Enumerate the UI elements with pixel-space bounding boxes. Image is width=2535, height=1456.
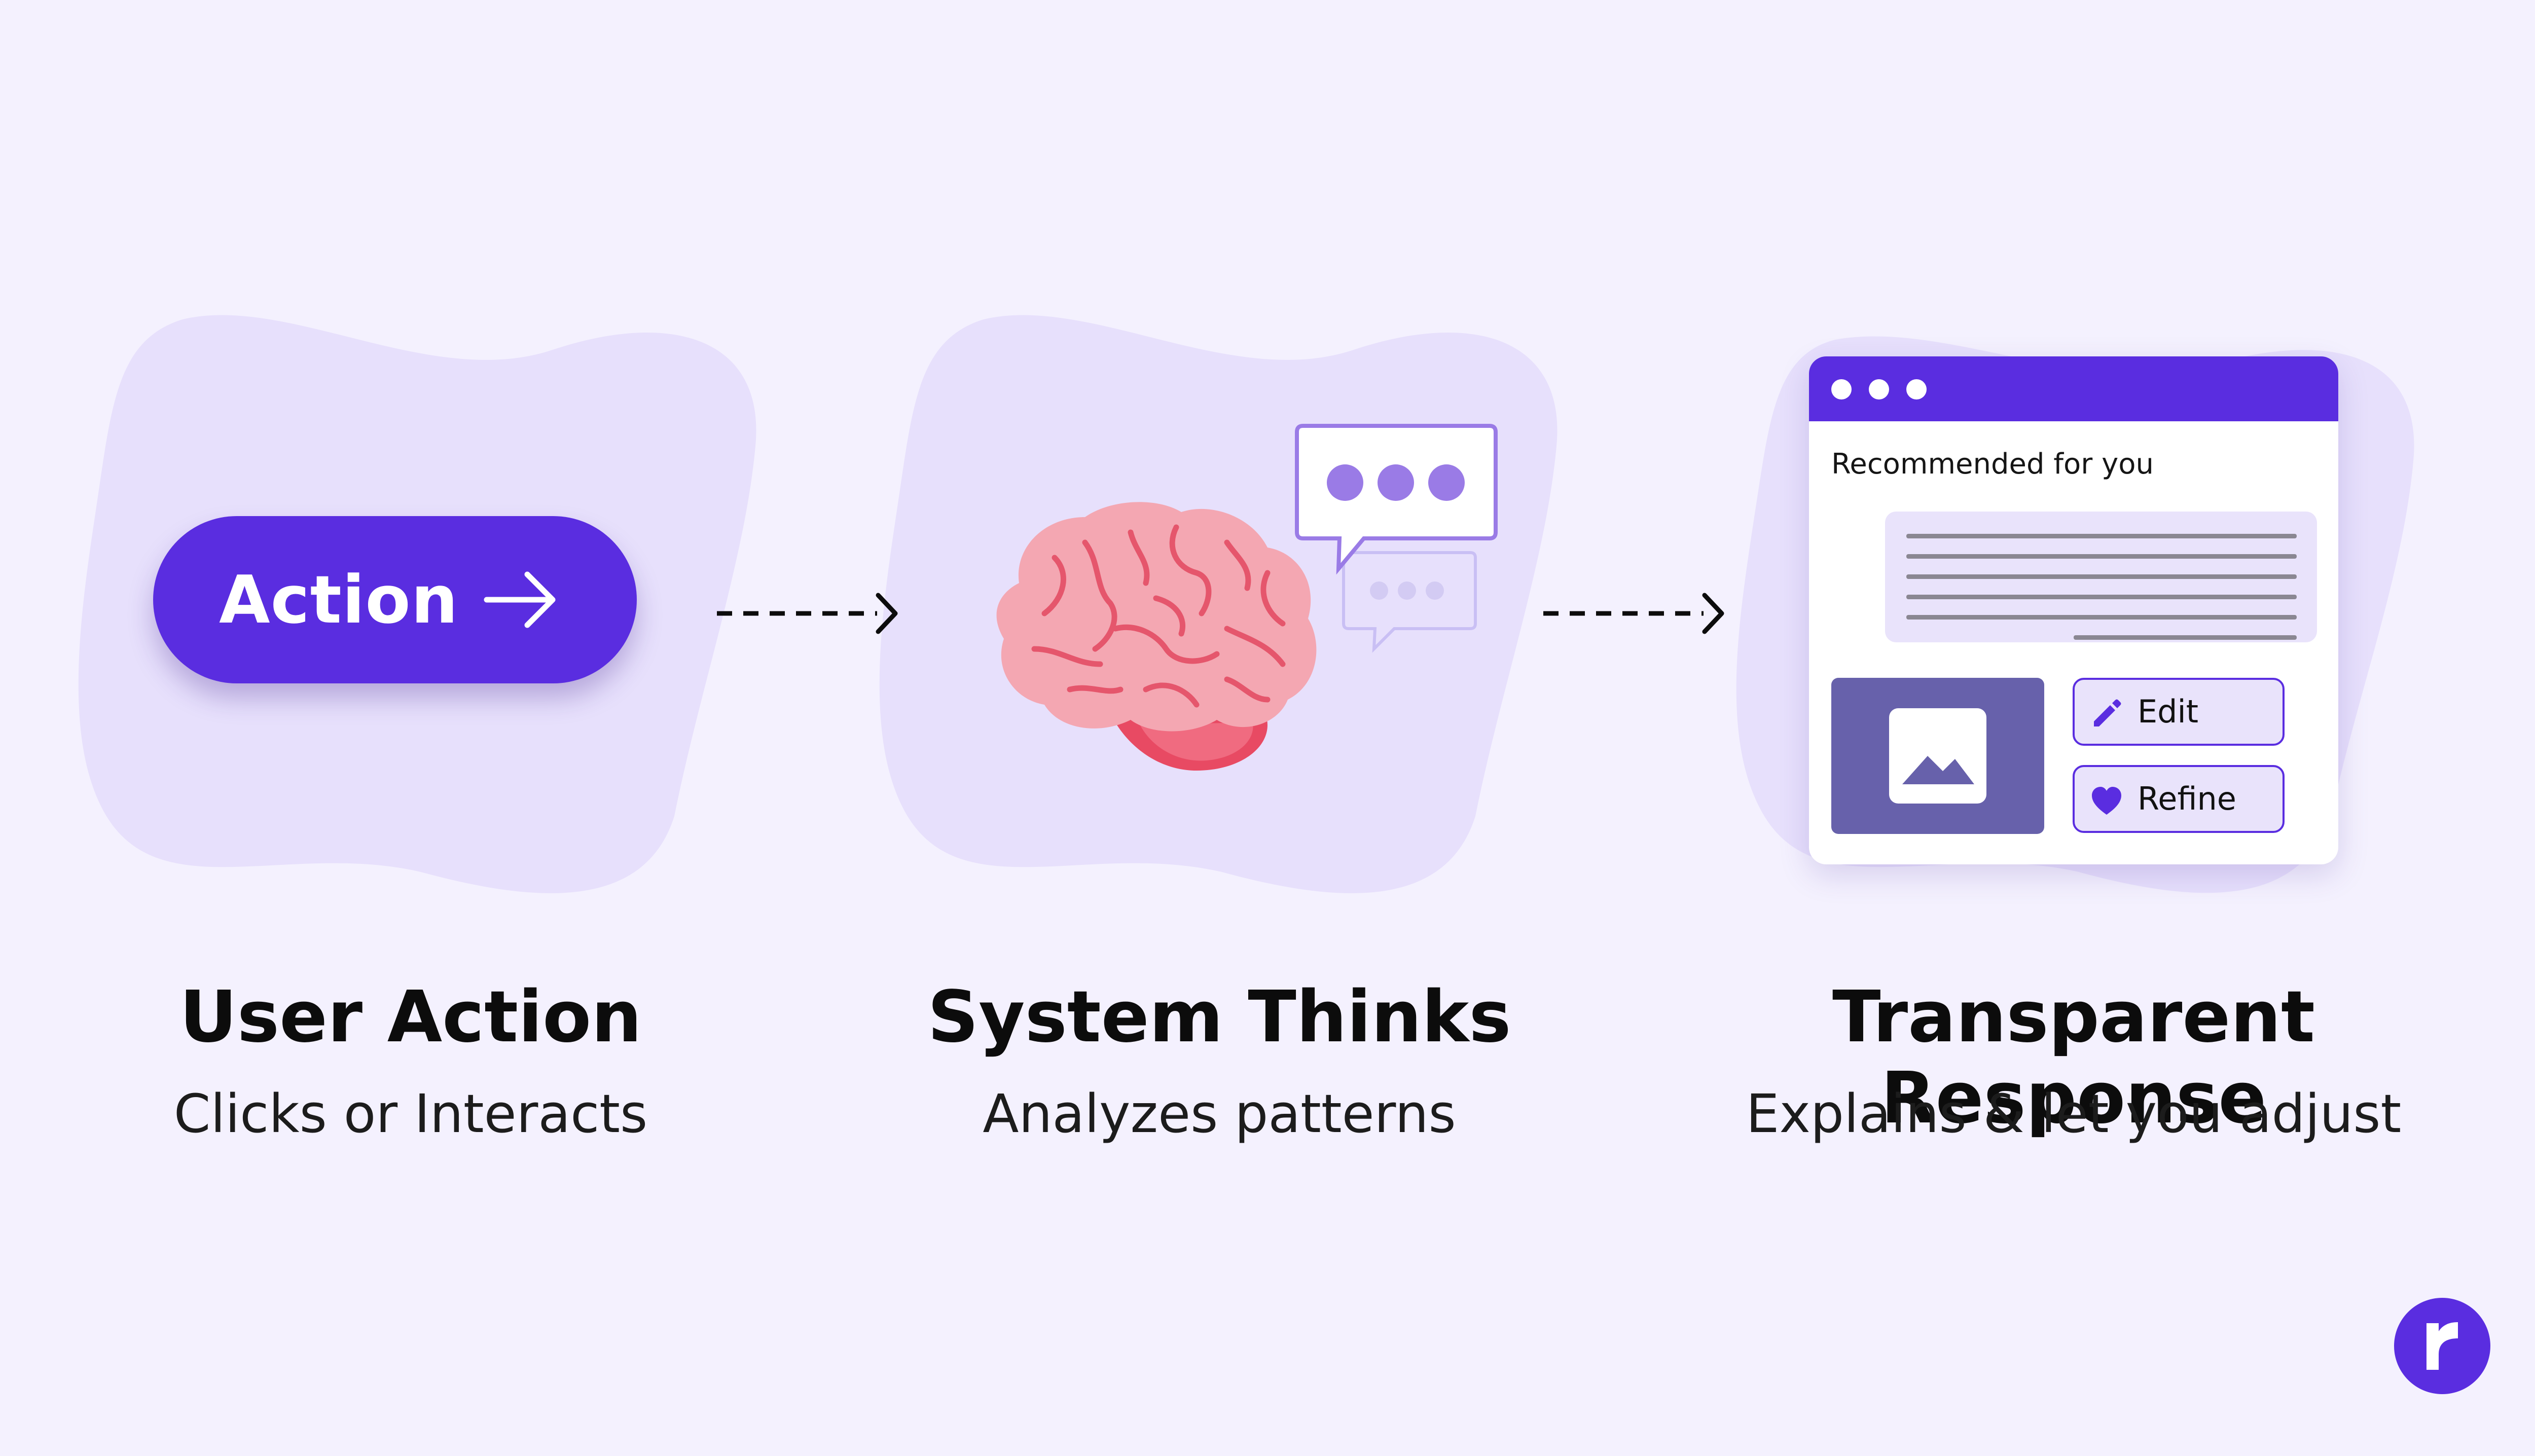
text-placeholder-card	[1885, 512, 2317, 642]
speech-bubble-icon	[1295, 424, 1498, 653]
text-line	[1906, 534, 2297, 538]
dashed-arrow-2	[1543, 593, 1724, 634]
step-1-title: User Action	[179, 976, 642, 1059]
edit-button-label: Edit	[2138, 693, 2199, 730]
step-2-title: System Thinks	[927, 976, 1511, 1059]
window-title-bar	[1809, 356, 2338, 421]
step-2-subtitle: Analyzes patterns	[983, 1083, 1456, 1145]
brand-logo-icon	[2427, 1322, 2458, 1370]
edit-button[interactable]: Edit	[2073, 678, 2285, 746]
brand-logo	[2394, 1298, 2490, 1394]
step-3-title: Transparent Response	[1832, 976, 2315, 1140]
recommendation-heading: Recommended for you	[1831, 448, 2154, 481]
window-dot	[1906, 379, 1927, 399]
refine-button[interactable]: Refine	[2073, 765, 2285, 833]
text-line	[1906, 615, 2297, 620]
step-1-subtitle: Clicks or Interacts	[173, 1083, 648, 1145]
window-dot	[1831, 379, 1852, 399]
arrow-right-icon	[484, 571, 556, 628]
image-icon	[1889, 708, 1986, 804]
image-placeholder	[1831, 678, 2044, 834]
window-dot	[1869, 379, 1889, 399]
pencil-icon	[2094, 699, 2121, 726]
refine-button-label: Refine	[2138, 780, 2236, 817]
text-line	[2074, 635, 2297, 640]
text-line	[1906, 595, 2297, 599]
brain-icon	[996, 502, 1317, 771]
recommendation-window: Recommended for you Edit Refine	[1809, 356, 2338, 864]
step-3-subtitle: Explains & let you adjust	[1746, 1083, 2402, 1145]
dashed-arrow-1	[717, 593, 898, 634]
action-button[interactable]: Action	[153, 516, 637, 683]
text-line	[1906, 574, 2297, 579]
action-button-label: Action	[219, 561, 459, 638]
heart-icon	[2092, 787, 2121, 815]
text-line	[1906, 554, 2297, 559]
